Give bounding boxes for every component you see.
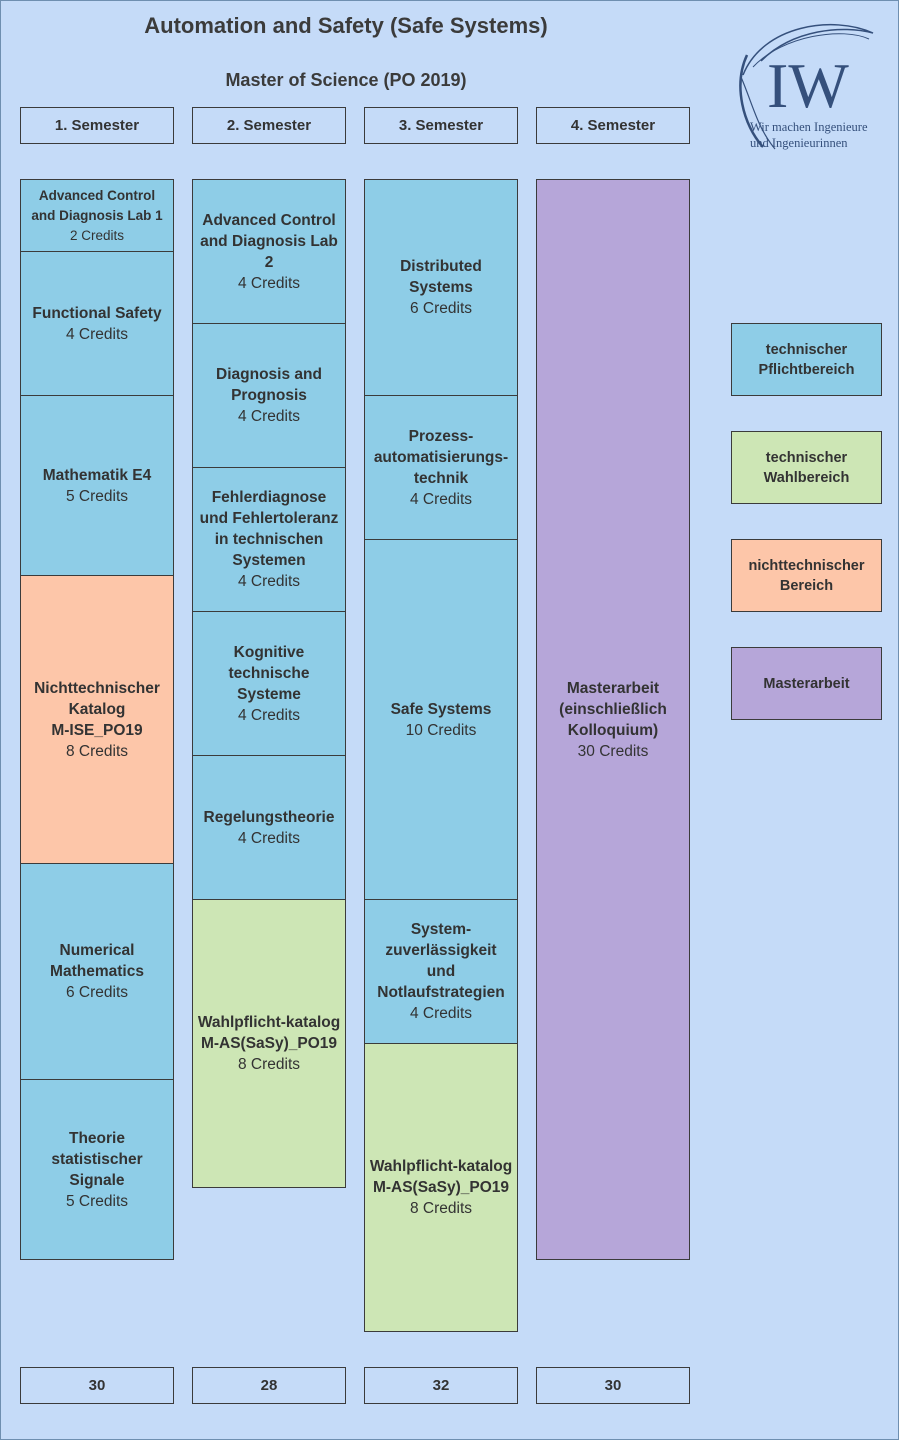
module-credits: 4 Credits	[65, 325, 129, 343]
module-name: Prozess- automatisierungs- technik	[373, 427, 509, 487]
module-cell: Kognitive technische Systeme 4 Credits	[192, 611, 346, 756]
module-credits: 4 Credits	[409, 490, 473, 508]
module-name: Nichttechnischer Katalog M-ISE_PO19	[34, 679, 160, 739]
semester-header-1: 1. Semester	[20, 107, 174, 144]
module-name: System- zuverlässigkeit und Notlaufstrat…	[377, 921, 505, 1001]
module-cell: Diagnosis and Prognosis 4 Credits	[192, 323, 346, 468]
module-credits: 2 Credits	[69, 227, 125, 243]
semester-total-1: 30	[20, 1367, 174, 1404]
module-name: Functional Safety	[32, 304, 162, 322]
module-credits: 4 Credits	[237, 706, 301, 724]
module-name: Masterarbeit (einschließlich Kolloquium)	[559, 679, 667, 739]
module-credits: 8 Credits	[409, 1200, 473, 1217]
module-cell: Advanced Control and Diagnosis Lab 1 2 Cr…	[20, 179, 174, 252]
module-name: Wahlpflicht-katalog M-AS(SaSy)_PO19	[369, 1158, 513, 1196]
module-name: Kognitive technische Systeme	[228, 643, 310, 703]
legend-item-master: Masterarbeit	[731, 647, 882, 720]
semester-header-2: 2. Semester	[192, 107, 346, 144]
module-name: Wahlpflicht-katalog M-AS(SaSy)_PO19	[197, 1014, 341, 1052]
module-cell: Wahlpflicht-katalog M-AS(SaSy)_PO19 8 Cre…	[364, 1043, 518, 1332]
module-name: Diagnosis and Prognosis	[216, 366, 322, 404]
module-credits: 5 Credits	[65, 1192, 129, 1210]
module-name: Regelungstheorie	[203, 808, 335, 826]
module-cell: Numerical Mathematics 6 Credits	[20, 863, 174, 1080]
module-credits: 4 Credits	[409, 1005, 473, 1022]
module-credits: 4 Credits	[237, 829, 301, 847]
semester-total-3: 32	[364, 1367, 518, 1404]
module-cell: Regelungstheorie 4 Credits	[192, 755, 346, 900]
module-cell: Safe Systems 10 Credits	[364, 539, 518, 900]
module-cell: Nichttechnischer Katalog M-ISE_PO19 8 Cre…	[20, 575, 174, 864]
module-credits: 8 Credits	[65, 742, 129, 760]
module-name: Mathematik E4	[42, 466, 152, 484]
module-cell: Masterarbeit (einschließlich Kolloquium)…	[536, 179, 690, 1260]
semester-header-4: 4. Semester	[536, 107, 690, 144]
logo-letters: IW	[767, 50, 849, 121]
module-cell: Advanced Control and Diagnosis Lab 2 4 Cr…	[192, 179, 346, 324]
module-credits: 8 Credits	[237, 1056, 301, 1073]
module-cell: Wahlpflicht-katalog M-AS(SaSy)_PO19 8 Cre…	[192, 899, 346, 1188]
module-credits: 4 Credits	[237, 274, 301, 292]
module-cell: Theorie statistischer Signale 5 Credits	[20, 1079, 174, 1260]
semester-total-4: 30	[536, 1367, 690, 1404]
iw-logo-icon: IW	[739, 23, 874, 150]
page-subtitle: Master of Science (PO 2019)	[225, 70, 467, 90]
module-cell: System- zuverlässigkeit und Notlaufstrat…	[364, 899, 518, 1044]
legend-item-wahl: technischer Wahlbereich	[731, 431, 882, 504]
module-cell: Prozess- automatisierungs- technik 4 Cred…	[364, 395, 518, 540]
module-credits: 10 Credits	[405, 721, 477, 739]
page-title: Automation and Safety (Safe Systems)	[144, 13, 548, 38]
iw-logo: IW Wir machen Ingenieure und Ingenieurin…	[723, 15, 883, 155]
semester-total-2: 28	[192, 1367, 346, 1404]
module-name: Advanced Control and Diagnosis Lab 1	[31, 187, 163, 223]
module-cell: Mathematik E4 5 Credits	[20, 395, 174, 576]
module-name: Fehlerdiagnose und Fehlertoleranz in tec…	[199, 489, 339, 569]
module-name: Advanced Control and Diagnosis Lab 2	[200, 211, 338, 271]
module-cell: Fehlerdiagnose und Fehlertoleranz in tec…	[192, 467, 346, 612]
logo-tagline: Wir machen Ingenieure und Ingenieurinnen	[750, 120, 868, 150]
module-credits: 30 Credits	[577, 742, 649, 760]
module-cell: Distributed Systems 6 Credits	[364, 179, 518, 396]
module-credits: 5 Credits	[65, 487, 129, 505]
legend-item-nontech: nichttechnischer Bereich	[731, 539, 882, 612]
module-name: Numerical Mathematics	[50, 942, 144, 980]
module-credits: 4 Credits	[237, 573, 301, 590]
module-name: Distributed Systems	[400, 258, 482, 296]
module-credits: 6 Credits	[409, 300, 473, 317]
module-credits: 6 Credits	[65, 984, 129, 1001]
legend-item-tech: technischer Pflichtbereich	[731, 323, 882, 396]
semester-header-3: 3. Semester	[364, 107, 518, 144]
module-cell: Functional Safety 4 Credits	[20, 251, 174, 396]
module-credits: 4 Credits	[237, 408, 301, 425]
module-name: Safe Systems	[390, 700, 492, 718]
module-name: Theorie statistischer Signale	[51, 1129, 143, 1189]
